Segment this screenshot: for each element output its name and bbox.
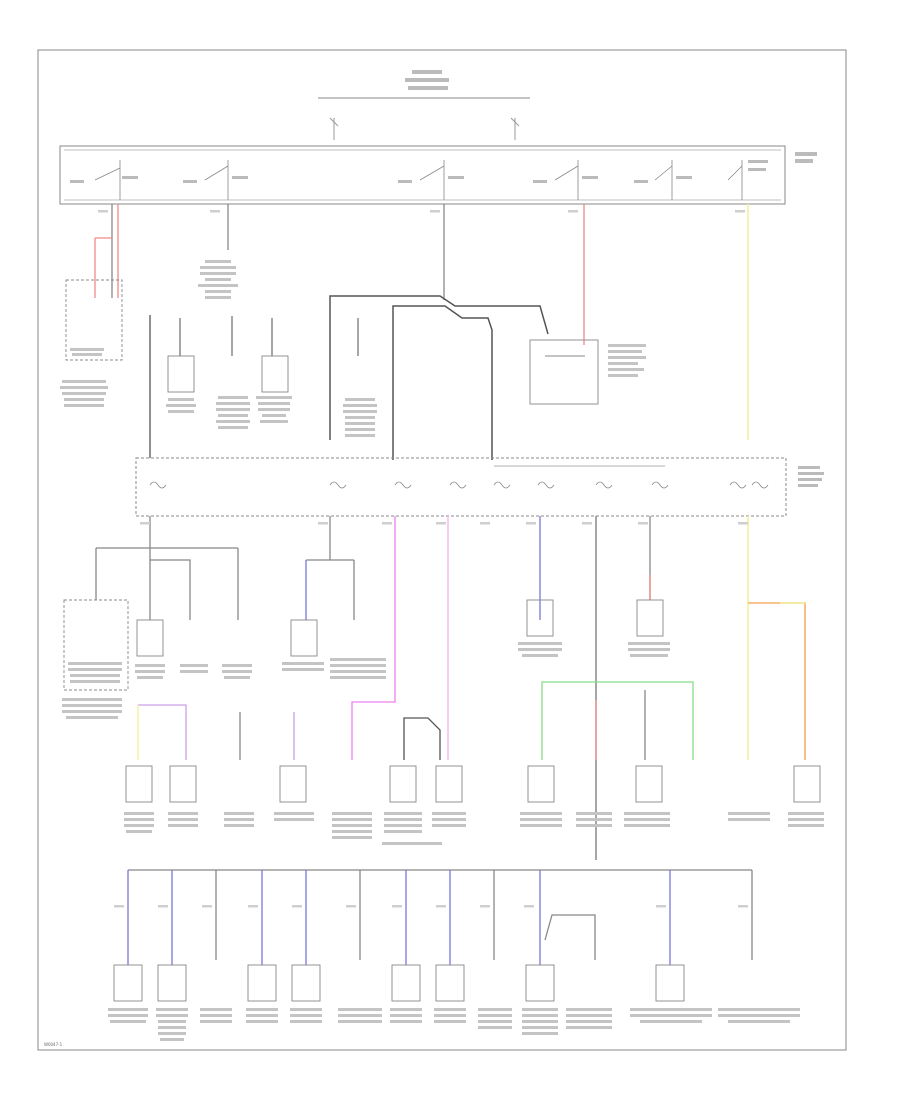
valve-2 bbox=[435, 964, 465, 1002]
sensor-row2-8 bbox=[793, 765, 821, 803]
connector-codes bbox=[98, 210, 748, 908]
valve-1 bbox=[391, 964, 421, 1002]
relay-mid-1 bbox=[63, 599, 129, 691]
ignition-switch-block bbox=[59, 145, 817, 205]
battery-source bbox=[318, 70, 530, 140]
sensor-row2-6 bbox=[527, 765, 555, 803]
sensor-row2-2 bbox=[169, 765, 197, 803]
module-mid-2 bbox=[136, 619, 164, 657]
sensor-upper-1 bbox=[167, 355, 195, 393]
sensor-row2-5 bbox=[435, 765, 463, 803]
sensor-upper-2 bbox=[261, 355, 289, 393]
valve-3 bbox=[525, 964, 555, 1002]
sensor-row2-7 bbox=[635, 765, 663, 803]
label-blocks-lower bbox=[108, 1008, 800, 1041]
injector-2 bbox=[157, 964, 187, 1002]
sensor-row2-1 bbox=[125, 765, 153, 803]
injector-1 bbox=[113, 964, 143, 1002]
label-blocks-mid bbox=[62, 642, 824, 845]
mid-components bbox=[63, 599, 821, 803]
fuse-panel bbox=[135, 457, 824, 517]
upper-circuits bbox=[94, 204, 749, 460]
sensor-row2-4 bbox=[389, 765, 417, 803]
module-mid-4 bbox=[526, 599, 554, 637]
fuel-pump-relay bbox=[529, 339, 599, 405]
lower-circuits bbox=[127, 869, 753, 965]
module-mid-5 bbox=[636, 599, 664, 637]
upper-components bbox=[65, 279, 599, 405]
valve-4 bbox=[655, 964, 685, 1002]
injector-3 bbox=[247, 964, 277, 1002]
injector-4 bbox=[291, 964, 321, 1002]
lower-components bbox=[113, 964, 685, 1002]
page-frame bbox=[37, 49, 847, 1051]
page-code: W0047-1 bbox=[44, 1042, 63, 1047]
starter-relay bbox=[65, 279, 123, 361]
label-blocks-upper bbox=[60, 260, 646, 437]
sensor-mid-3 bbox=[290, 619, 318, 657]
sensor-row2-3 bbox=[279, 765, 307, 803]
mid-circuits bbox=[95, 516, 806, 860]
